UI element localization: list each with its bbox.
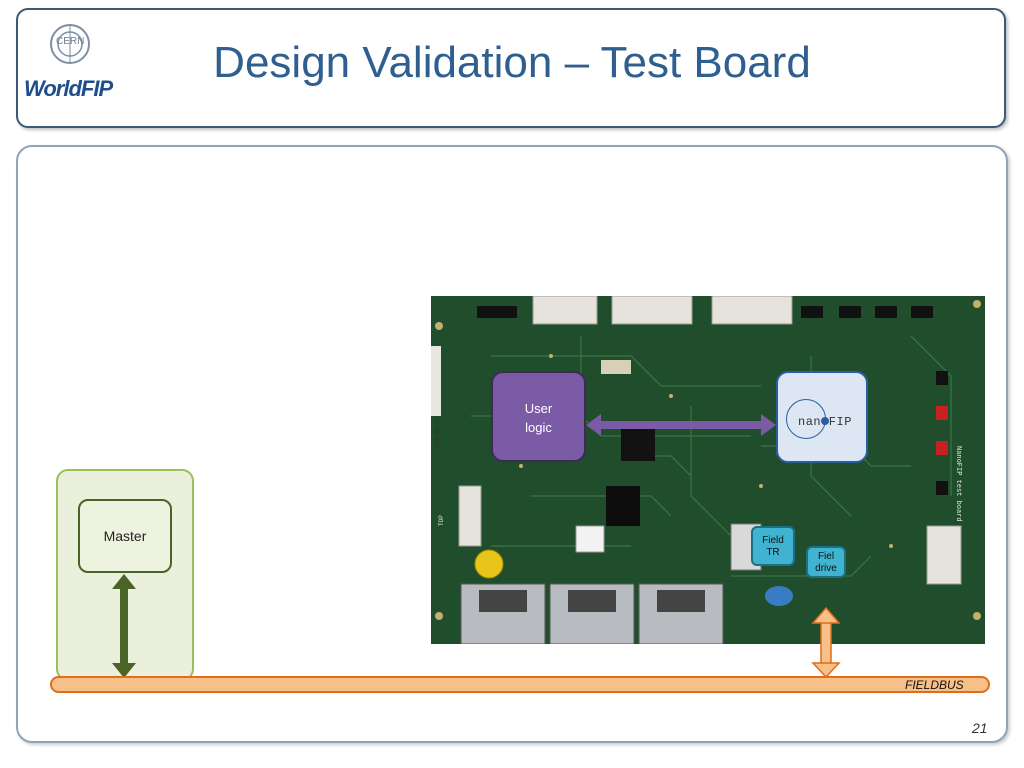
field-tr-box: Field TR [751,526,795,566]
master-label: Master [103,528,147,544]
master-box: Master [78,499,172,573]
nanofip-dot-icon [821,417,829,425]
cern-logo-icon [50,24,90,64]
board-date-silkscreen: 10-06-001 [433,416,440,449]
field-drive-box: Fiel drive [806,546,846,578]
test-board-photo: NanoFIP test board TOP 10-06-001 [431,296,985,644]
page-number: 21 [972,720,988,736]
fieldbus-line [50,676,990,693]
test-board-drawing: NanoFIP test board TOP 10-06-001 [431,296,985,644]
field-tr-line1: Field [762,535,784,546]
nanofip-box: nanoFIP [776,371,868,463]
user-logic-label-line1: User [524,401,553,416]
field-tr-line2: TR [766,547,780,558]
board-title-silkscreen: NanoFIP test board [954,446,962,522]
fieldbus-label: FIELDBUS [905,678,964,692]
user-logic-label-line2: logic [525,420,552,435]
field-drive-line2: drive [815,563,837,574]
title-panel [16,8,1006,128]
field-drive-line1: Fiel [817,551,835,562]
board-top-silkscreen: TOP [438,515,445,526]
slide-title: Design Validation – Test Board [213,38,811,87]
cern-logo-text: CERN [56,36,85,47]
logo: CERN WorldFIP [20,22,135,112]
worldfip-logo-text: WorldFIP [24,76,113,101]
user-logic-box: User logic [491,371,586,462]
